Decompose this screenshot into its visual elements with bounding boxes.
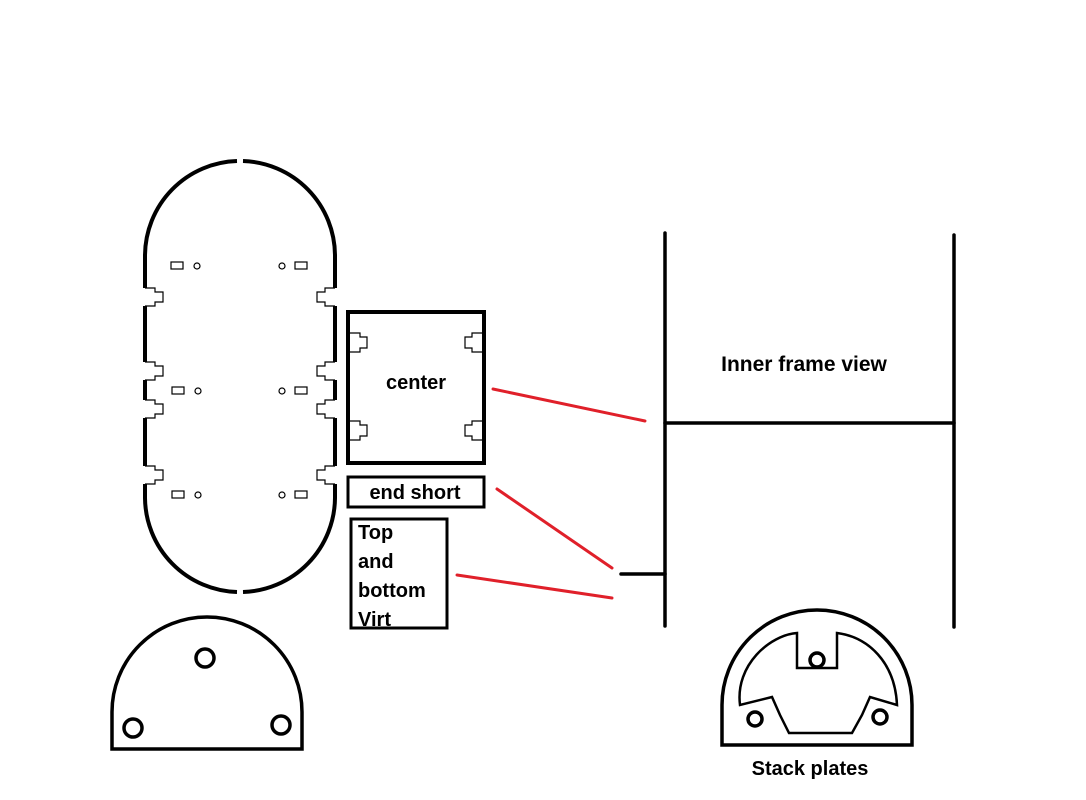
stadium-tabs bbox=[145, 287, 335, 485]
inner-frame-view bbox=[619, 231, 956, 629]
stack-plate-hole-top bbox=[808, 651, 826, 669]
d-plate-hole-top bbox=[194, 647, 216, 669]
inner-frame-view-label: Inner frame view bbox=[721, 353, 887, 376]
stack-plate-hole-right bbox=[871, 708, 889, 726]
top-bottom-line1: Top bbox=[358, 522, 393, 544]
top-bottom-line3: bottom bbox=[358, 580, 426, 602]
stack-plates-label: Stack plates bbox=[752, 758, 869, 780]
stack-plate bbox=[720, 608, 914, 747]
stack-plate-hole-left bbox=[746, 710, 764, 728]
top-bottom-virt-part: Top and bottom Virt bbox=[349, 517, 449, 631]
center-part: center bbox=[346, 310, 486, 465]
connector-lines bbox=[455, 387, 647, 600]
d-plate-hole-right bbox=[270, 714, 292, 736]
center-label: center bbox=[386, 372, 446, 394]
top-bottom-line2: and bbox=[358, 551, 394, 573]
top-bottom-line4: Virt bbox=[358, 609, 391, 631]
d-plate bbox=[110, 615, 304, 751]
connector-center bbox=[491, 387, 647, 423]
end-short-label: end short bbox=[369, 482, 460, 504]
stadium-side-plate bbox=[143, 159, 337, 594]
connector-top-bottom bbox=[455, 573, 614, 600]
connector-end-short bbox=[495, 487, 614, 570]
d-plate-hole-left bbox=[122, 717, 144, 739]
stadium-slots-holes bbox=[170, 261, 308, 499]
end-short-part: end short bbox=[346, 475, 486, 509]
